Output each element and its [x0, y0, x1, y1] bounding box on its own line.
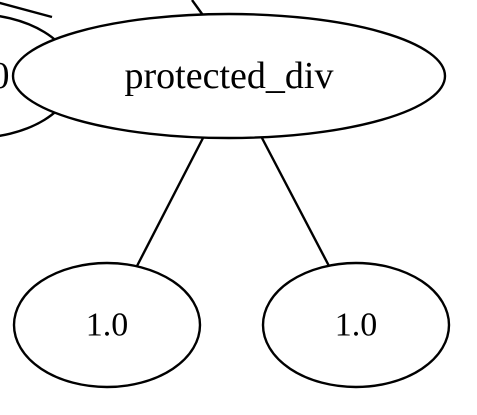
- right-child-node: [261, 261, 451, 389]
- edge-center-to-left-child: [135, 137, 205, 267]
- center-node: [11, 12, 447, 140]
- left-child-node: [12, 261, 202, 389]
- center-node-label: protected_div: [125, 55, 334, 97]
- left-child-node-label: 1.0: [86, 307, 129, 344]
- right-child-node-label: 1.0: [335, 307, 378, 344]
- edge-center-to-right-child: [260, 137, 331, 267]
- left-partial-node-label: 0: [0, 55, 10, 97]
- edge-top-left-to-center: [0, 1, 53, 19]
